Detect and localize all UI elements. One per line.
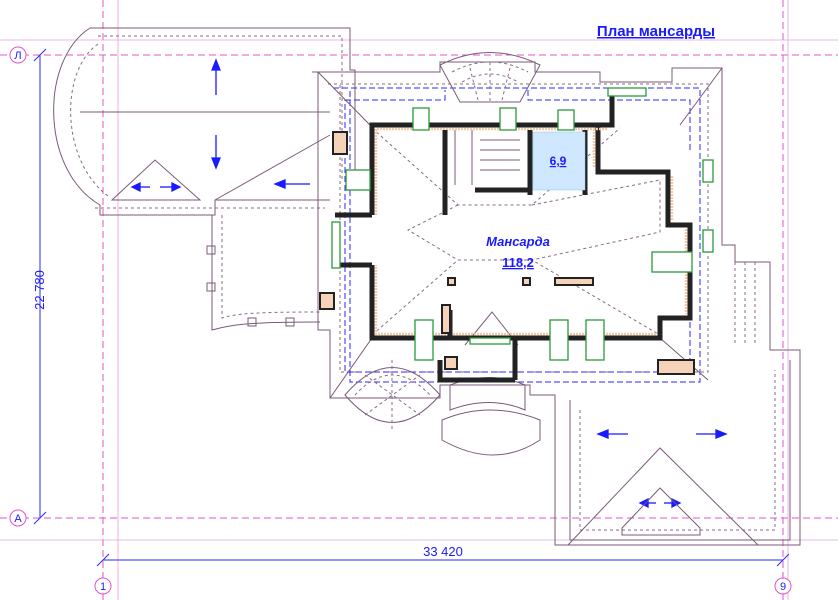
dimension-text: 22 780 [32, 270, 47, 310]
dimension-horizontal: 33 420 [96, 544, 790, 567]
axis-label: А [14, 513, 22, 525]
axis-marker-col-left: 1 [94, 577, 112, 595]
room-area-bathroom: 6,9 [550, 154, 567, 168]
axis-marker-row-bottom: А [9, 509, 27, 527]
room-name-attic: Мансарда [486, 234, 550, 249]
axis-marker-col-right: 9 [774, 577, 792, 595]
slope-arrows [130, 58, 728, 509]
room-area-attic: 118,2 [502, 255, 534, 270]
dimension-text: 33 420 [423, 544, 463, 559]
plan-title: План мансарды [597, 23, 715, 40]
axis-label: Л [14, 50, 21, 62]
dimension-vertical: 22 780 [32, 48, 47, 525]
axis-marker-row-top: Л [9, 46, 27, 64]
left-wing-roof [53, 27, 356, 331]
windows [331, 87, 714, 361]
chimneys [319, 131, 695, 375]
bathroom: 6,9 [532, 109, 586, 191]
stair-top [439, 52, 541, 185]
axis-label: 9 [780, 581, 786, 593]
main-roof [312, 61, 801, 546]
axis-label: 1 [100, 581, 106, 593]
